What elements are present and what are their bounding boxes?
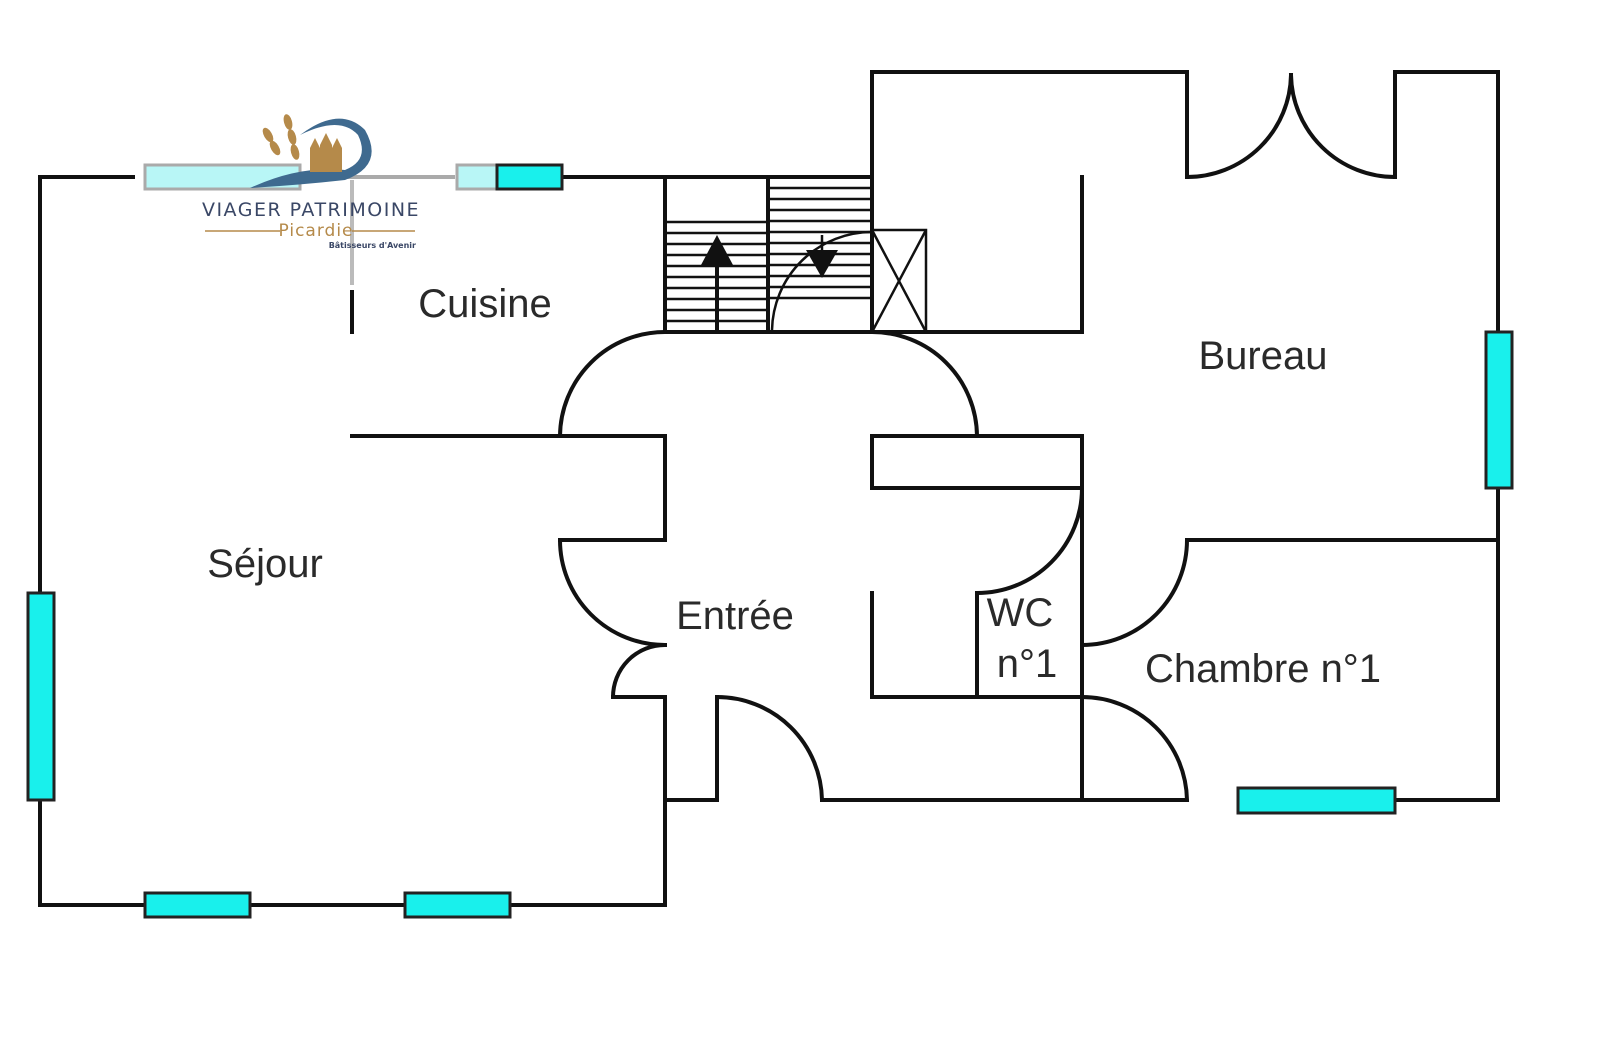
room-label-cuisine: Cuisine — [418, 282, 551, 326]
stair-down-arrow-icon — [806, 250, 838, 278]
stair-arrows — [701, 230, 873, 334]
stair-treads — [667, 186, 870, 323]
windows — [26, 163, 1514, 919]
window — [26, 591, 56, 802]
window — [143, 891, 252, 919]
window — [1236, 786, 1397, 815]
window — [495, 163, 564, 191]
logo-cathedral-icon — [310, 133, 342, 172]
window — [403, 891, 512, 919]
elevator-shaft — [870, 228, 928, 334]
room-label-chambre: Chambre n°1 — [1145, 647, 1381, 691]
room-label-bureau: Bureau — [1199, 334, 1328, 378]
logo-region: Picardie — [278, 221, 353, 241]
door-swings — [557, 72, 1398, 803]
window — [455, 163, 499, 191]
room-label-wc: WC — [987, 591, 1054, 635]
logo: VIAGER PATRIMOINE Picardie Bâtisseurs d'… — [202, 114, 420, 250]
room-labels: Cuisine Bureau Séjour Entrée WC n°1 Cham… — [207, 282, 1381, 691]
room-label-wc-number: n°1 — [997, 642, 1058, 686]
logo-tagline: Bâtisseurs d'Avenir — [329, 241, 416, 250]
logo-name: VIAGER PATRIMOINE — [202, 199, 420, 221]
window — [1484, 330, 1514, 490]
logo-wheat-icon — [262, 114, 300, 160]
room-label-sejour: Séjour — [207, 542, 323, 586]
stair-up-arrow-icon — [701, 235, 733, 265]
walls — [38, 70, 1500, 907]
room-label-entree: Entrée — [676, 594, 794, 638]
